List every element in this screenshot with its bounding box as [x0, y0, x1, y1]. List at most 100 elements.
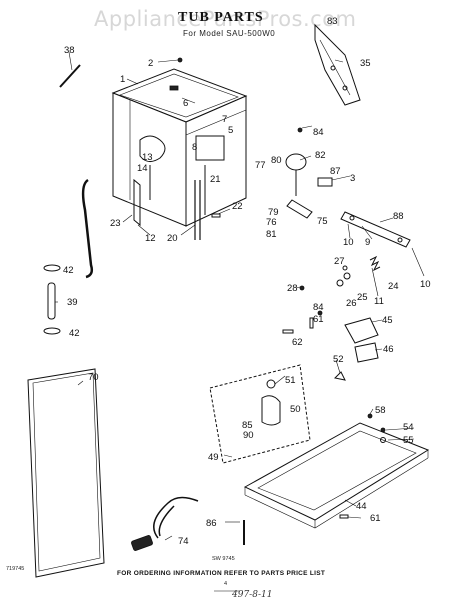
screw-part-58	[367, 413, 373, 419]
valve-frame-part-49	[209, 364, 311, 464]
callout-20: 20	[167, 233, 178, 244]
callout-52: 52	[333, 354, 344, 365]
screw-part-62	[282, 329, 294, 334]
bracket-part-75	[286, 199, 313, 219]
callout-labels: 1 2 3 5 6 7 8 9 10 10 11 12 13 14 20 21 …	[63, 16, 431, 547]
callout-58: 58	[375, 405, 386, 416]
power-cord-part-74	[153, 496, 199, 539]
callout-7: 7	[222, 114, 227, 125]
callout-88: 88	[393, 211, 404, 222]
callout-50: 50	[290, 404, 301, 415]
leader-lines	[55, 51, 425, 541]
callout-8: 8	[192, 142, 197, 153]
callout-62: 62	[292, 337, 303, 348]
callout-35: 35	[360, 58, 371, 69]
screw-part-61-upper	[309, 317, 314, 329]
screw-part-84-upper	[297, 127, 303, 133]
ordering-note: FOR ORDERING INFORMATION REFER TO PARTS …	[117, 570, 325, 577]
base-pan-part-44	[243, 422, 430, 529]
callout-83: 83	[327, 16, 338, 27]
callout-86: 86	[206, 518, 217, 529]
screw-part-61-lower	[339, 514, 349, 519]
callout-85: 85	[242, 420, 253, 431]
callout-42-upper: 42	[63, 265, 74, 276]
drawing-code: SW 9745	[212, 556, 235, 562]
callout-42-lower: 42	[69, 328, 80, 339]
handwritten-note: 497-8-11	[231, 590, 272, 600]
callout-12: 12	[145, 233, 156, 244]
callout-24: 24	[388, 281, 399, 292]
callout-79: 79	[268, 207, 279, 218]
screw-part-28	[299, 285, 305, 291]
callout-11: 11	[374, 296, 384, 307]
callout-77: 77	[255, 160, 266, 171]
page-code: 719745	[6, 566, 24, 572]
callout-9: 9	[365, 237, 370, 248]
callout-81: 81	[266, 229, 277, 240]
callout-70: 70	[88, 372, 99, 383]
washer-part-26	[336, 279, 344, 287]
callout-75: 75	[317, 216, 328, 227]
callout-14: 14	[137, 163, 148, 174]
callout-87: 87	[330, 166, 341, 177]
callout-54: 54	[403, 422, 414, 433]
switch-part-87	[317, 177, 333, 187]
callout-38: 38	[64, 45, 75, 56]
door-panel-part-70	[27, 368, 105, 578]
callout-84-upper: 84	[313, 127, 324, 138]
callout-3: 3	[350, 173, 355, 184]
screw-part-54	[380, 427, 386, 433]
callout-74: 74	[178, 536, 189, 547]
diagram-title: TUB PARTS	[178, 10, 264, 25]
callout-23: 23	[110, 218, 121, 229]
callout-61-upper: 61	[313, 314, 324, 325]
rod-part-38	[59, 64, 81, 88]
callout-45: 45	[382, 315, 393, 326]
callout-1: 1	[120, 74, 125, 85]
washer-part-27	[342, 265, 348, 271]
callout-22: 22	[232, 201, 243, 212]
cord-plug	[131, 535, 153, 551]
tub-assembly	[111, 68, 248, 227]
callout-27: 27	[334, 256, 345, 267]
hinge-arm	[314, 23, 361, 106]
callout-90: 90	[243, 430, 254, 441]
spring-part-24	[369, 255, 381, 272]
callout-84-lower: 84	[313, 302, 324, 313]
diagram-subtitle: For Model SAU-500W0	[183, 29, 275, 38]
screw-part-22	[211, 213, 221, 218]
callout-80: 80	[271, 155, 282, 166]
callout-2: 2	[148, 58, 153, 69]
callout-10-upper: 10	[343, 237, 354, 248]
bracket-part-20	[194, 180, 201, 240]
page-number: 4	[224, 581, 227, 587]
callout-49: 49	[208, 452, 219, 463]
bar-part-88	[340, 211, 411, 248]
callout-39: 39	[67, 297, 78, 308]
callout-61-lower: 61	[370, 513, 381, 524]
hose-part-23	[81, 178, 94, 279]
callout-82: 82	[315, 150, 326, 161]
clamp-part-42-upper	[43, 264, 61, 272]
callout-44: 44	[356, 501, 367, 512]
callout-5: 5	[228, 125, 233, 136]
callout-21: 21	[210, 174, 221, 185]
watermark: AppliancePartsPros.com	[94, 7, 357, 31]
callout-6: 6	[183, 98, 188, 109]
screw-part-84-lower	[317, 310, 323, 316]
clamp-part-42-lower	[43, 327, 61, 335]
callout-10-lower: 10	[420, 279, 431, 290]
callout-55: 55	[403, 435, 414, 446]
bracket-part-45	[344, 317, 379, 344]
pump-knob-part-82	[285, 153, 307, 196]
callout-28: 28	[287, 283, 298, 294]
callout-51: 51	[285, 375, 296, 386]
clip-part-52	[333, 371, 346, 381]
hose-part-39	[47, 282, 56, 320]
screw-part-2	[177, 57, 183, 63]
bracket-part-46	[354, 342, 379, 363]
callout-25: 25	[357, 292, 368, 303]
callout-26: 26	[346, 298, 357, 309]
